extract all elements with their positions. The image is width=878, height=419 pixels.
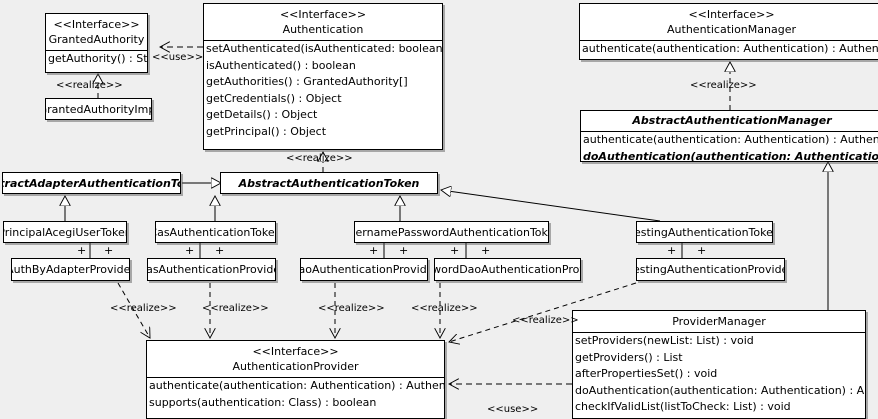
authentication-manager-name: AuthenticationManager (667, 23, 796, 36)
member: authenticate(authentication: Authenticat… (583, 133, 878, 146)
member: authenticate(authentication: Authenticat… (149, 379, 444, 392)
class-abstract-authentication-manager[interactable]: AbstractAuthenticationManager authentica… (580, 110, 878, 162)
member: setProviders(newList: List) : void (575, 334, 754, 347)
multiplicity-marker: + (77, 244, 87, 257)
multiplicity-marker: + (369, 244, 379, 257)
dao-authentication-provider-name: DaoAuthenticationProvider (301, 263, 427, 276)
class-password-dao-authentication-provider[interactable]: PasswordDaoAuthenticationProvider (434, 258, 581, 281)
testing-authentication-token-name: TestingAuthenticationToken (636, 225, 773, 239)
provider-manager-members: setProviders(newList: List) : void getPr… (573, 333, 865, 416)
edge-label-realize-provider-manager: <<realize>> (512, 315, 579, 326)
abstract-authentication-manager-name: AbstractAuthenticationManager (632, 114, 832, 127)
edge-label-realize-password-dao-provider: <<realize>> (411, 303, 478, 314)
member: setAuthenticated(isAuthenticated: boolea… (206, 42, 443, 55)
class-authentication-manager[interactable]: <<Interface>> AuthenticationManager auth… (579, 3, 878, 60)
granted-authority-divider (46, 50, 147, 51)
granted-authority-stereotype: <<Interface>> (53, 18, 140, 31)
class-auth-by-adapter-provider[interactable]: AuthByAdapterProvider (11, 258, 130, 281)
class-abstract-authentication-token[interactable]: AbstractAuthenticationToken (220, 172, 438, 194)
authentication-members: setAuthenticated(isAuthenticated: boolea… (204, 41, 442, 140)
class-granted-authority[interactable]: <<Interface>> GrantedAuthority getAuthor… (45, 13, 148, 73)
member: authenticate(authentication: Authenticat… (582, 42, 878, 55)
member: doAuthentication(authentication: Authent… (583, 149, 878, 162)
granted-authority-impl-name: GrantedAuthorityImpl (45, 102, 151, 116)
class-cas-authentication-provider[interactable]: CasAuthenticationProvider (147, 258, 276, 281)
member: checkIfValidList(listToCheck: List) : vo… (575, 400, 791, 413)
edge-label-realize-authentication-manager: <<realize>> (690, 80, 757, 91)
class-testing-authentication-provider[interactable]: TestingAuthenticationProvider (636, 258, 785, 281)
edge-label-use-authentication-granted: <<use>> (152, 52, 204, 63)
cas-authentication-token-name: CasAuthenticationToken (155, 225, 276, 239)
class-authentication-provider[interactable]: <<Interface>> AuthenticationProvider aut… (146, 340, 445, 419)
class-testing-authentication-token[interactable]: TestingAuthenticationToken (636, 221, 773, 243)
authentication-provider-divider (147, 377, 444, 378)
authentication-manager-divider (580, 40, 878, 41)
edge-label-realize-auth-by-adapter: <<realize>> (110, 303, 177, 314)
multiplicity-marker: + (697, 244, 707, 257)
member: getAuthority() : String (48, 52, 148, 65)
multiplicity-marker: + (667, 244, 677, 257)
authentication-name: Authentication (282, 23, 364, 36)
member: afterPropertiesSet() : void (575, 367, 718, 380)
authentication-provider-members: authenticate(authentication: Authenticat… (147, 378, 444, 411)
abstract-authentication-manager-divider (581, 131, 878, 132)
multiplicity-marker: + (185, 244, 195, 257)
granted-authority-members: getAuthority() : String (46, 51, 147, 68)
class-granted-authority-impl[interactable]: GrantedAuthorityImpl (45, 98, 152, 120)
edge-label-realize-dao-provider: <<realize>> (318, 303, 385, 314)
member: getPrincipal() : Object (206, 124, 327, 138)
member: getProviders() : List (575, 350, 683, 364)
authentication-provider-name: AuthenticationProvider (232, 360, 359, 373)
authentication-divider (204, 40, 442, 41)
cas-authentication-provider-name: CasAuthenticationProvider (147, 263, 275, 276)
abstract-authentication-manager-members: authenticate(authentication: Authenticat… (581, 132, 878, 162)
class-username-password-authentication-token[interactable]: UsernamePasswordAuthenticationToken (354, 221, 549, 243)
authentication-manager-members: authenticate(authentication: Authenticat… (580, 41, 878, 58)
multiplicity-marker: + (481, 244, 491, 257)
edge-label-use-provider-manager: <<use>> (487, 404, 539, 415)
authentication-provider-stereotype: <<Interface>> (252, 345, 339, 358)
granted-authority-name: GrantedAuthority (48, 33, 145, 46)
edge-label-realize-cas-provider: <<realize>> (202, 303, 269, 314)
password-dao-authentication-provider-name: PasswordDaoAuthenticationProvider (434, 263, 580, 276)
class-authentication[interactable]: <<Interface>> Authentication setAuthenti… (203, 3, 443, 150)
multiplicity-marker: + (399, 244, 409, 257)
edge-label-realize-granted-authority-impl: <<realize>> (56, 80, 123, 91)
member: getCredentials() : Object (206, 91, 342, 105)
edge-label-realize-abstract-authentication-token: <<realize>> (286, 153, 353, 164)
provider-manager-divider (573, 332, 865, 333)
member: supports(authentication: Class) : boolea… (149, 395, 377, 409)
testing-authentication-provider-name: TestingAuthenticationProvider (636, 263, 785, 276)
class-principal-acegi-user-token[interactable]: PrincipalAcegiUserToken (3, 221, 127, 243)
member: getAuthorities() : GrantedAuthority[] (206, 75, 408, 88)
auth-by-adapter-provider-name: AuthByAdapterProvider (11, 263, 130, 276)
member: getDetails() : Object (206, 108, 318, 121)
authentication-manager-stereotype: <<Interface>> (688, 8, 775, 21)
authentication-stereotype: <<Interface>> (279, 8, 367, 21)
principal-acegi-user-token-name: PrincipalAcegiUserToken (3, 225, 127, 239)
provider-manager-name: ProviderManager (672, 315, 766, 328)
class-cas-authentication-token[interactable]: CasAuthenticationToken (155, 221, 276, 243)
member: isAuthenticated() : boolean (206, 58, 356, 72)
class-abstract-adapter-authentication-token[interactable]: AbstractAdapterAuthenticationToken (2, 172, 181, 194)
multiplicity-marker: + (104, 244, 114, 257)
username-password-authentication-token-name: UsernamePasswordAuthenticationToken (355, 225, 548, 239)
abstract-authentication-token-name: AbstractAuthenticationToken (238, 176, 420, 190)
multiplicity-marker: + (450, 244, 460, 257)
multiplicity-marker: + (215, 244, 225, 257)
class-dao-authentication-provider[interactable]: DaoAuthenticationProvider (300, 258, 428, 281)
class-provider-manager[interactable]: ProviderManager setProviders(newList: Li… (572, 310, 866, 419)
abstract-adapter-authentication-token-name: AbstractAdapterAuthenticationToken (3, 176, 180, 190)
member: doAuthentication(authentication: Authent… (575, 383, 865, 397)
